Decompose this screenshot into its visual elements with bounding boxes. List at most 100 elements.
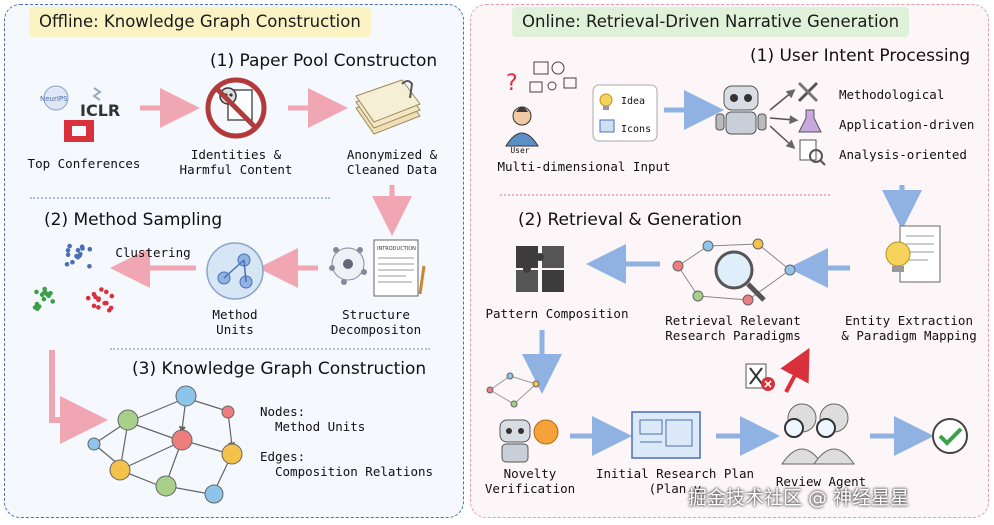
multi-input-label: Multi-dimensional Input [497,159,671,174]
kg-node-3 [171,429,193,451]
cluster-dot [80,246,85,251]
cluster-dot [39,292,45,297]
online-banner: Online: Retrieval-Driven Narrative Gener… [512,7,910,37]
method-units-label-2: Units [216,322,254,337]
cluster-dot [104,289,109,295]
entity-extraction-icon [880,222,946,292]
paper-stack-icon [352,78,424,148]
identities-label-1: Identities & [190,147,282,162]
cluster-dot [41,296,47,302]
cluster-dot [77,253,82,258]
analysis-label: Analysis-oriented [839,147,967,162]
cluster-dot [50,299,55,304]
entity-label-2: & Paradigm Mapping [841,328,977,343]
kg-node-7 [204,484,224,504]
tools-icon [796,80,824,108]
edges-value: Composition Relations [275,464,434,479]
conference-logos-icon: NeurIPS ICLR [34,84,130,150]
review-agent-label: Review Agent [775,474,867,489]
retrieval-label-1: Retrieval Relevant [665,313,801,328]
idea-icons-box [592,84,658,146]
kg-construction-title: (3) Knowledge Graph Construction [132,359,427,379]
flask-icon [798,108,822,138]
blueprint-icon [626,408,706,466]
separator-2 [110,348,430,350]
icons-label: Icons [621,124,652,135]
cluster-scatter-icon [26,238,126,326]
cluster-dot [64,262,70,267]
novelty-label-2: Verification [484,481,576,496]
methodological-label: Methodological [839,87,945,102]
nodes-value: Method Units [275,419,366,434]
edges-label: Edges: [260,449,306,464]
cluster-dot [75,247,81,253]
method-sampling-title: (2) Method Sampling [44,210,223,230]
svg-text:?: ? [506,71,518,96]
puzzle-icon [512,242,570,300]
cluster-dot [70,259,75,265]
offline-banner: Offline: Knowledge Graph Construction [29,7,371,37]
cluster-dot [46,293,51,299]
retrieval-label-2: Research Paradigms [665,328,801,343]
kg-node-5 [109,459,131,481]
rejected-document-icon [744,362,776,396]
pattern-label: Pattern Composition [485,306,629,321]
retrieval-generation-title: (2) Retrieval & Generation [518,210,742,230]
structure-decomposition-icon: INTRODUCTION [326,236,430,304]
robot-icon [712,82,770,146]
cluster-dot [85,295,91,301]
cluster-dot [32,305,38,310]
separator-3 [500,194,830,196]
harmful-content-icon [204,76,268,144]
entity-label-1: Entity Extraction [845,313,973,328]
method-units-icon [204,240,266,306]
arrow-cluster-to-kg [49,350,108,444]
pattern-graph-icon [484,370,544,414]
separator-1 [30,197,330,199]
neurips-logo: NeurIPS [40,95,68,103]
kg-node-1 [175,385,197,407]
cluster-dot [99,287,104,292]
user-icon: ? [500,60,584,156]
iclr-logo: ICLR [80,101,120,120]
magnify-document-icon [798,138,826,170]
cluster-dot [91,303,97,309]
review-agent-icon [772,398,868,472]
paper-pool-title: (1) Paper Pool Constructon [210,51,438,71]
cluster-dot [34,289,39,295]
watermark: 掘金技术社区 @ 神经星星 [688,487,910,509]
top-conferences-label: Top Conferences [27,156,141,171]
kg-node-6 [155,475,177,497]
structure-label-1: Structure [342,307,410,322]
retrieval-network-icon [668,236,800,314]
cluster-dot [67,243,72,249]
clustering-label: Clustering [115,245,191,260]
anonymized-label-2: Cleaned Data [346,162,438,177]
cluster-dot [65,252,71,258]
doc-heading: INTRODUCTION [377,246,416,252]
structure-label-2: Decompositon [330,322,422,337]
kg-node-9 [221,405,235,419]
arrow-review-feedback [780,347,810,393]
anonymized-label-1: Anonymized & [346,147,438,162]
kg-node-2 [117,409,139,431]
cluster-dot [87,246,93,252]
idea-label: Idea [621,96,646,107]
identities-label-2: Harmful Content [179,162,293,177]
check-icon [930,416,970,460]
cluster-dot [104,300,109,306]
kg-node-8 [87,437,101,451]
cluster-dot [96,305,101,310]
initial-plan-label-2: (Plan v [648,481,702,496]
method-units-label-1: Method [212,307,258,322]
user-label: User [510,146,530,155]
cluster-dot [108,305,114,311]
cluster-dot [93,294,98,300]
cluster-dot [42,286,47,292]
cluster-dot [87,264,92,269]
cluster-dot [109,293,115,299]
nodes-label: Nodes: [260,404,306,419]
novelty-label-1: Novelty [503,466,557,481]
user-intent-title: (1) User Intent Processing [750,46,971,66]
